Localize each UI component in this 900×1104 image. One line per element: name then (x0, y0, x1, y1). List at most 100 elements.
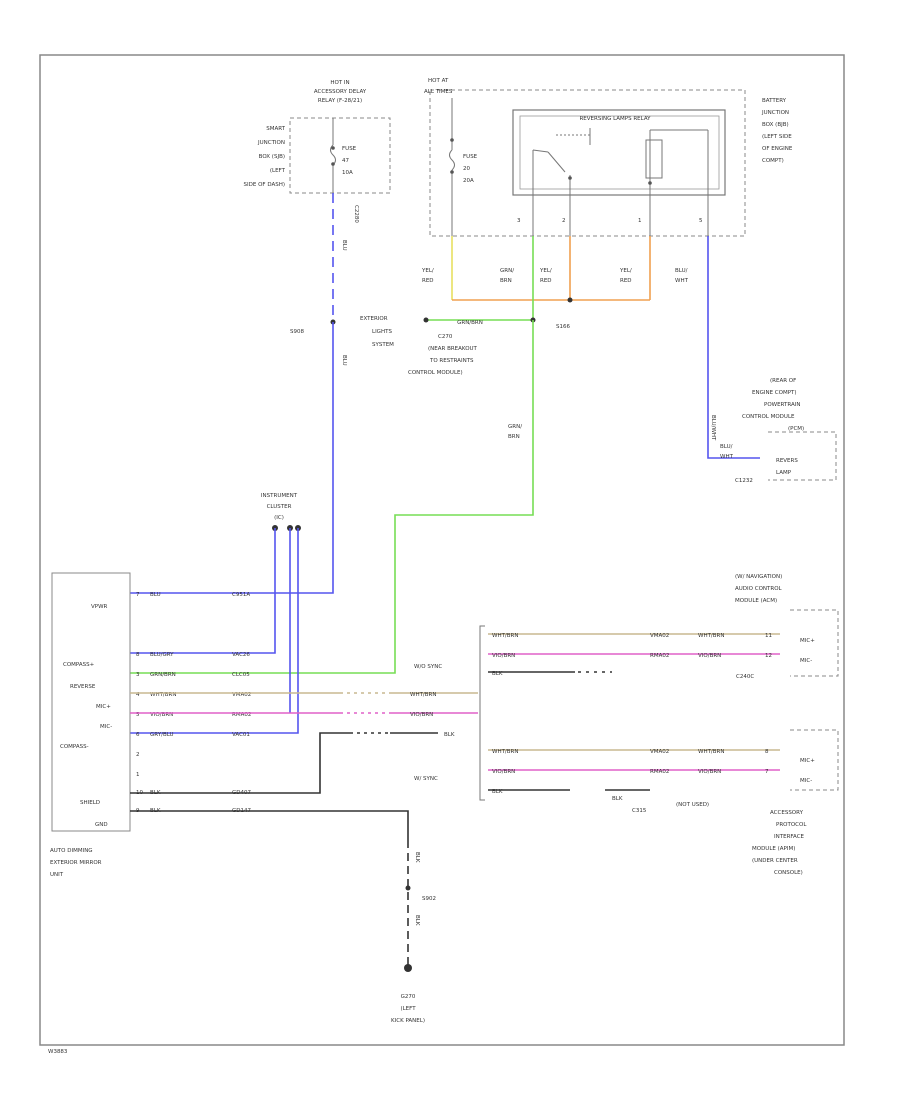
bjb-fuse-2: 20 (463, 166, 470, 172)
pcm-label-4: CONTROL MODULE (742, 414, 795, 420)
apim-wire-1: VIO/BRN (492, 769, 515, 775)
pcm-label-3: POWERTRAIN (764, 402, 800, 408)
splice-s166 (567, 297, 573, 303)
bjb-loc-4: (LEFT SIDE (762, 134, 792, 140)
apim-module-3: INTERFACE (774, 834, 805, 840)
mirror-unit: VPWR COMPASS+ REVERSE MIC+ MIC- COMPASS-… (50, 572, 131, 878)
mcirc-4: RMA02 (232, 712, 251, 718)
bjb-loc-5: OF ENGINE (762, 146, 793, 152)
apim-module-5: (UNDER CENTER (752, 858, 798, 864)
bjb-pin-4: 5 (699, 218, 703, 224)
wire-gry-blu (130, 528, 299, 734)
mcirc-3: VMA02 (232, 692, 251, 698)
reversing-relay (512, 109, 726, 196)
w-sync-label: W/ SYNC (414, 776, 438, 782)
apim-mic-plus: MIC+ (800, 758, 815, 764)
acm-pin-0: 11 (765, 633, 772, 639)
mirror-pin-compass-plus: COMPASS+ (63, 662, 95, 668)
yel-red-2-a: YEL/ (539, 268, 552, 274)
bjb-loc-6: COMPT) (762, 158, 784, 164)
apim-wire2-0: WHT/BRN (698, 749, 725, 755)
mwire-2: GRN/BRN (150, 672, 176, 678)
smart-junction-box: HOT IN ACCESSORY DELAY RELAY (F-28/21) S… (244, 80, 391, 223)
acm-mic-plus: MIC+ (800, 638, 815, 644)
apim-module-4: MODULE (APIM) (752, 846, 795, 852)
grn-brn-1-b: BRN (500, 278, 512, 284)
mpin-4: 5 (136, 712, 140, 718)
sjb-loc-4: (LEFT (270, 168, 286, 174)
mcirc-2: CLC05 (232, 672, 250, 678)
apim-not-used: (NOT USED) (676, 802, 709, 808)
mirror-pin-mic-plus: MIC+ (96, 704, 111, 710)
wire-blu-vpwr (130, 322, 334, 594)
sjb-fuse-3: 10A (342, 170, 353, 176)
grn-brn-h-label: GRN/BRN (457, 320, 483, 326)
sjb-loc-2: JUNCTION (257, 140, 285, 146)
pcm-label-5: (PCM) (788, 426, 804, 432)
apim-module-2: PROTOCOL (776, 822, 807, 828)
mpin-6: 2 (136, 752, 140, 758)
g270-2: (LEFT (400, 1006, 416, 1012)
relay-coil (645, 139, 663, 179)
wire-grn-brn-reverse (130, 320, 534, 674)
yel-red-3-b: RED (620, 278, 632, 284)
mirror-label-1: AUTO DIMMING (50, 848, 93, 854)
diagram-frame (39, 54, 845, 1046)
gnd-wire-label-2: BLK (414, 915, 420, 926)
wo-sync-label: W/O SYNC (414, 664, 442, 670)
mirror-pin-vpwr: VPWR (91, 604, 108, 610)
blu-v-label-1: BLU (341, 240, 347, 251)
apim-wire2-1: VIO/BRN (698, 769, 721, 775)
sjb-fuse-symbol (330, 144, 336, 166)
relay-label: REVERSING LAMPS RELAY (579, 116, 651, 122)
apim-pin-0: 8 (765, 749, 769, 755)
blu-wht-b: WHT (675, 278, 689, 284)
s908-label: S908 (290, 329, 304, 335)
mwire-1: BLU/GRY (150, 652, 174, 658)
splice-s902 (405, 885, 411, 891)
bjb-loc-2: JUNCTION (761, 110, 789, 116)
c270-1: C270 (438, 334, 453, 340)
sjb-loc-3: BOX (SJB) (259, 154, 285, 160)
acm-wire2-1: VIO/BRN (698, 653, 721, 659)
g270-3: KICK PANEL) (391, 1018, 425, 1024)
ic-label-2: CLUSTER (267, 504, 292, 510)
acm-pin-1: 12 (765, 653, 772, 659)
mwire-3: WHT/BRN (150, 692, 177, 698)
apim-circ-1: RMA02 (650, 769, 669, 775)
sjb-outline (289, 117, 391, 194)
mirror-label-3: UNIT (50, 872, 64, 878)
apim-outline (790, 729, 839, 791)
sjb-fuse-2: 47 (342, 158, 349, 164)
wire-blu-wht (707, 236, 760, 459)
apim-pin-1: 7 (765, 769, 769, 775)
acm-circ-1: RMA02 (650, 653, 669, 659)
pcm-wire-b: WHT (720, 454, 734, 460)
ic-label-1: INSTRUMENT (261, 493, 298, 499)
acm-wire2-0: WHT/BRN (698, 633, 725, 639)
acm-module-1: (W/ NAVIGATION) (735, 574, 782, 580)
mirror-pin-shield: SHIELD (80, 800, 100, 806)
bjb-pin-1: 3 (517, 218, 521, 224)
c270-4: CONTROL MODULE) (408, 370, 463, 376)
mirror-pin-reverse: REVERSE (70, 684, 96, 690)
pcm-wire-label: BLU/WHT (710, 415, 716, 441)
bjb-fuse-3: 20A (463, 178, 474, 184)
pcm-wire-a: BLU/ (720, 444, 733, 450)
bjb-outline (429, 89, 746, 237)
bjb-fuse-symbol (449, 149, 455, 171)
acm-wire-2: BLK (492, 671, 503, 677)
bjb-hot-1: HOT AT (428, 78, 449, 84)
mcirc-5: VAC01 (232, 732, 250, 738)
exterior-1: EXTERIOR (360, 316, 388, 322)
bjb-fuse-1: FUSE (463, 154, 478, 160)
mwire-0: BLU (150, 592, 161, 598)
exterior-3: SYSTEM (372, 342, 394, 348)
blu-wht-a: BLU/ (675, 268, 688, 274)
apim-mic-minus: MIC- (800, 778, 812, 784)
acm-outline (790, 609, 839, 677)
acm-circ-0: VMA02 (650, 633, 669, 639)
yel-red-2-b: RED (540, 278, 552, 284)
sjb-loc-1: SMART (266, 126, 285, 132)
